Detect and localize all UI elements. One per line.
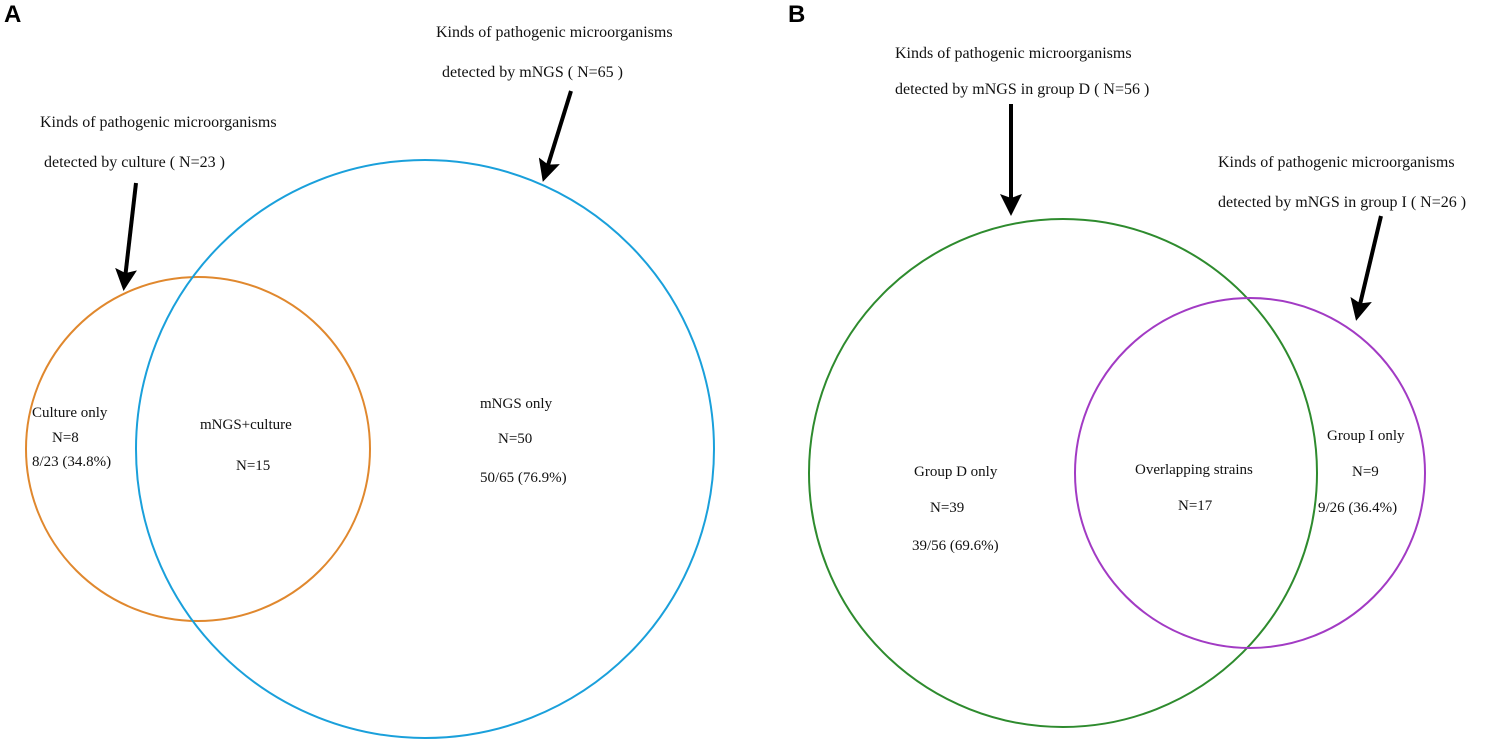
mngs-only-count: N=50 [498,431,532,447]
panel-b: B Kinds of pathogenic microorganisms det… [788,1,1466,728]
group-i-set-arrow [1350,215,1383,321]
group-d-set-label-line2: detected by mNGS in group D ( N=56 ) [895,81,1149,98]
group-i-set-label-line1: Kinds of pathogenic microorganisms [1218,154,1455,171]
overlapping-strains-count: N=17 [1178,498,1213,514]
mngs-only-label: mNGS only [480,396,553,412]
panel-b-letter: B [788,1,805,28]
panel-a: A Kinds of pathogenic microorganisms det… [4,1,715,739]
group-d-only-pct: 39/56 (69.6%) [912,538,999,554]
culture-set-label-line2: detected by culture ( N=23 ) [44,154,225,171]
overlap-label: mNGS+culture [200,417,292,433]
mngs-only-pct: 50/65 (76.9%) [480,470,567,486]
group-i-circle [1074,297,1426,649]
culture-only-label: Culture only [32,405,108,421]
culture-only-pct: 8/23 (34.8%) [32,454,111,470]
overlap-count: N=15 [236,458,270,474]
group-d-circle [808,218,1318,728]
mngs-set-label-line1: Kinds of pathogenic microorganisms [436,24,673,41]
culture-only-count: N=8 [52,430,79,446]
panel-a-letter: A [4,1,21,28]
culture-circle [25,276,371,622]
group-i-only-label: Group I only [1327,428,1405,444]
group-d-only-label: Group D only [914,464,998,480]
mngs-set-arrow [538,90,573,182]
group-i-only-count: N=9 [1352,464,1379,480]
culture-set-label-line1: Kinds of pathogenic microorganisms [40,114,277,131]
group-i-only-pct: 9/26 (36.4%) [1318,500,1397,516]
culture-set-arrow [115,182,138,291]
mngs-set-label-line2: detected by mNGS ( N=65 ) [442,64,623,81]
group-d-only-count: N=39 [930,500,964,516]
overlapping-strains-label: Overlapping strains [1135,462,1253,478]
mngs-circle [135,159,715,739]
group-i-set-label-line2: detected by mNGS in group I ( N=26 ) [1218,194,1466,211]
group-d-set-label-line1: Kinds of pathogenic microorganisms [895,45,1132,62]
